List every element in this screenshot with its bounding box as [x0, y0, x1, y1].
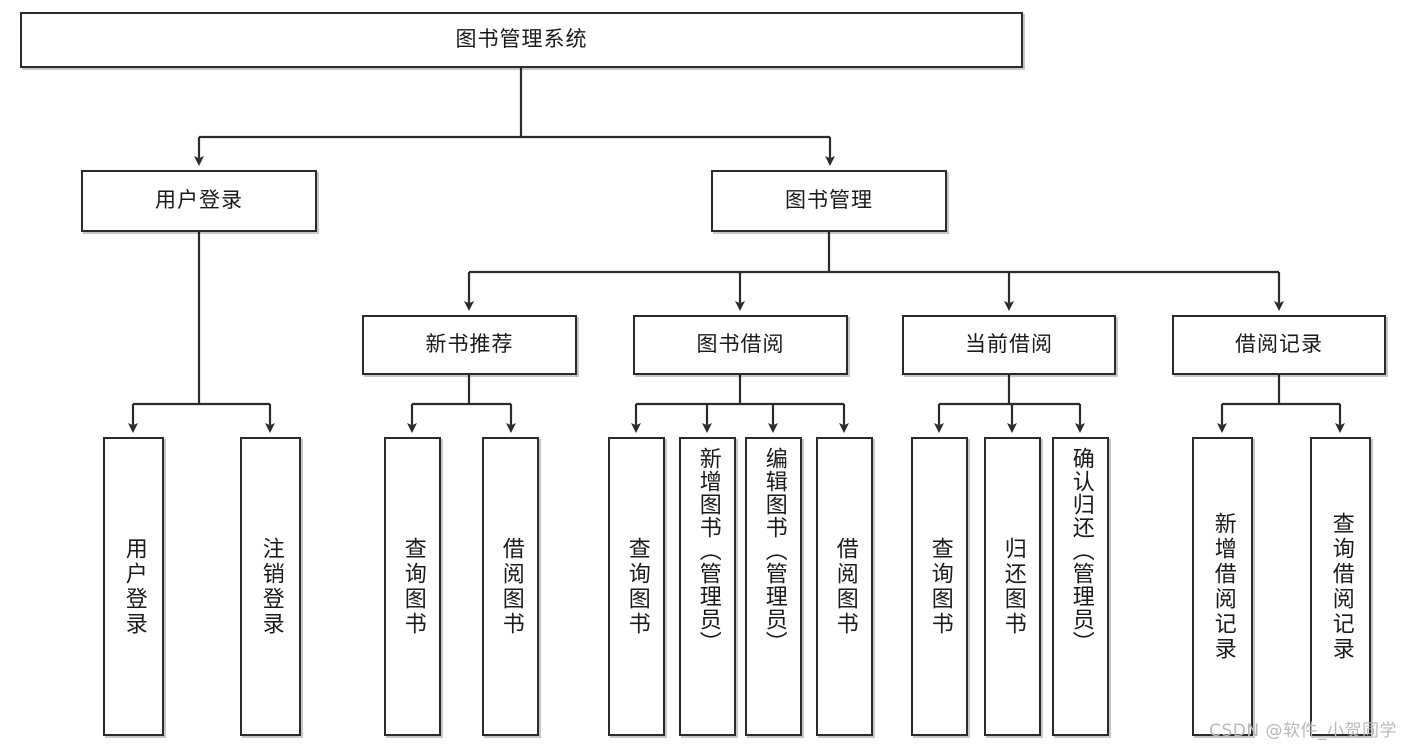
leaf-query-book-rec-label: 查询图书	[400, 536, 426, 637]
leaf-borrow-book-label: 借阅图书	[832, 536, 858, 637]
leaf-query-book-rec[interactable]: 查询图书	[384, 437, 441, 736]
edge-bookborrow-to-leaves	[631, 375, 849, 433]
node-new-book-rec-label: 新书推荐	[425, 332, 514, 357]
node-user-login-label: 用户登录	[155, 188, 243, 213]
edge-userlogin-to-leaves	[128, 232, 275, 433]
leaf-edit-book-label: 编辑图书（管理员）	[761, 447, 787, 654]
node-root-label: 图书管理系统	[455, 27, 588, 52]
edge-currentborrow-to-leaves	[934, 375, 1085, 433]
leaf-logout-label: 注销登录	[258, 536, 284, 637]
leaf-query-book-borrow[interactable]: 查询图书	[608, 437, 665, 736]
node-borrow-record-label: 借阅记录	[1235, 332, 1323, 357]
node-borrow-record[interactable]: 借阅记录	[1172, 315, 1386, 375]
leaf-return-book-label: 归还图书	[1000, 536, 1026, 637]
leaf-confirm-return[interactable]: 确认归还（管理员）	[1052, 437, 1109, 736]
node-book-borrow[interactable]: 图书借阅	[633, 315, 848, 375]
leaf-add-book[interactable]: 新增图书（管理员）	[679, 437, 736, 736]
node-book-manage-label: 图书管理	[785, 188, 873, 213]
node-book-borrow-label: 图书借阅	[696, 332, 785, 357]
edge-bookmanage-to-level3	[464, 232, 1284, 311]
leaf-query-book-cur-label: 查询图书	[927, 536, 953, 637]
leaf-borrow-book-rec-label: 借阅图书	[498, 536, 524, 637]
leaf-edit-book[interactable]: 编辑图书（管理员）	[745, 437, 802, 736]
leaf-user-login[interactable]: 用户登录	[103, 437, 164, 736]
leaf-user-login-label: 用户登录	[121, 536, 147, 637]
edge-root-to-level2	[194, 68, 835, 166]
leaf-add-borrow-record[interactable]: 新增借阅记录	[1192, 437, 1253, 736]
leaf-query-book-borrow-label: 查询图书	[624, 536, 650, 637]
node-root[interactable]: 图书管理系统	[20, 12, 1023, 68]
leaf-query-book-cur[interactable]: 查询图书	[911, 437, 968, 736]
edge-newbook-to-leaves	[407, 375, 516, 433]
leaf-return-book[interactable]: 归还图书	[984, 437, 1041, 736]
leaf-query-borrow-record[interactable]: 查询借阅记录	[1310, 437, 1371, 736]
leaf-add-borrow-record-label: 新增借阅记录	[1210, 511, 1236, 662]
node-current-borrow-label: 当前借阅	[965, 332, 1053, 357]
node-book-manage[interactable]: 图书管理	[711, 170, 947, 232]
leaf-logout[interactable]: 注销登录	[240, 437, 301, 736]
node-new-book-rec[interactable]: 新书推荐	[362, 315, 577, 375]
leaf-borrow-book-rec[interactable]: 借阅图书	[482, 437, 539, 736]
csdn-watermark: CSDN @软件_小贺同学	[1209, 721, 1397, 741]
node-current-borrow[interactable]: 当前借阅	[902, 315, 1116, 375]
leaf-query-borrow-record-label: 查询借阅记录	[1328, 511, 1354, 662]
leaf-borrow-book[interactable]: 借阅图书	[816, 437, 873, 736]
leaf-add-book-label: 新增图书（管理员）	[695, 447, 721, 654]
edge-borrowrecord-to-leaves	[1217, 375, 1345, 433]
leaf-confirm-return-label: 确认归还（管理员）	[1068, 447, 1094, 654]
node-user-login[interactable]: 用户登录	[81, 170, 317, 232]
